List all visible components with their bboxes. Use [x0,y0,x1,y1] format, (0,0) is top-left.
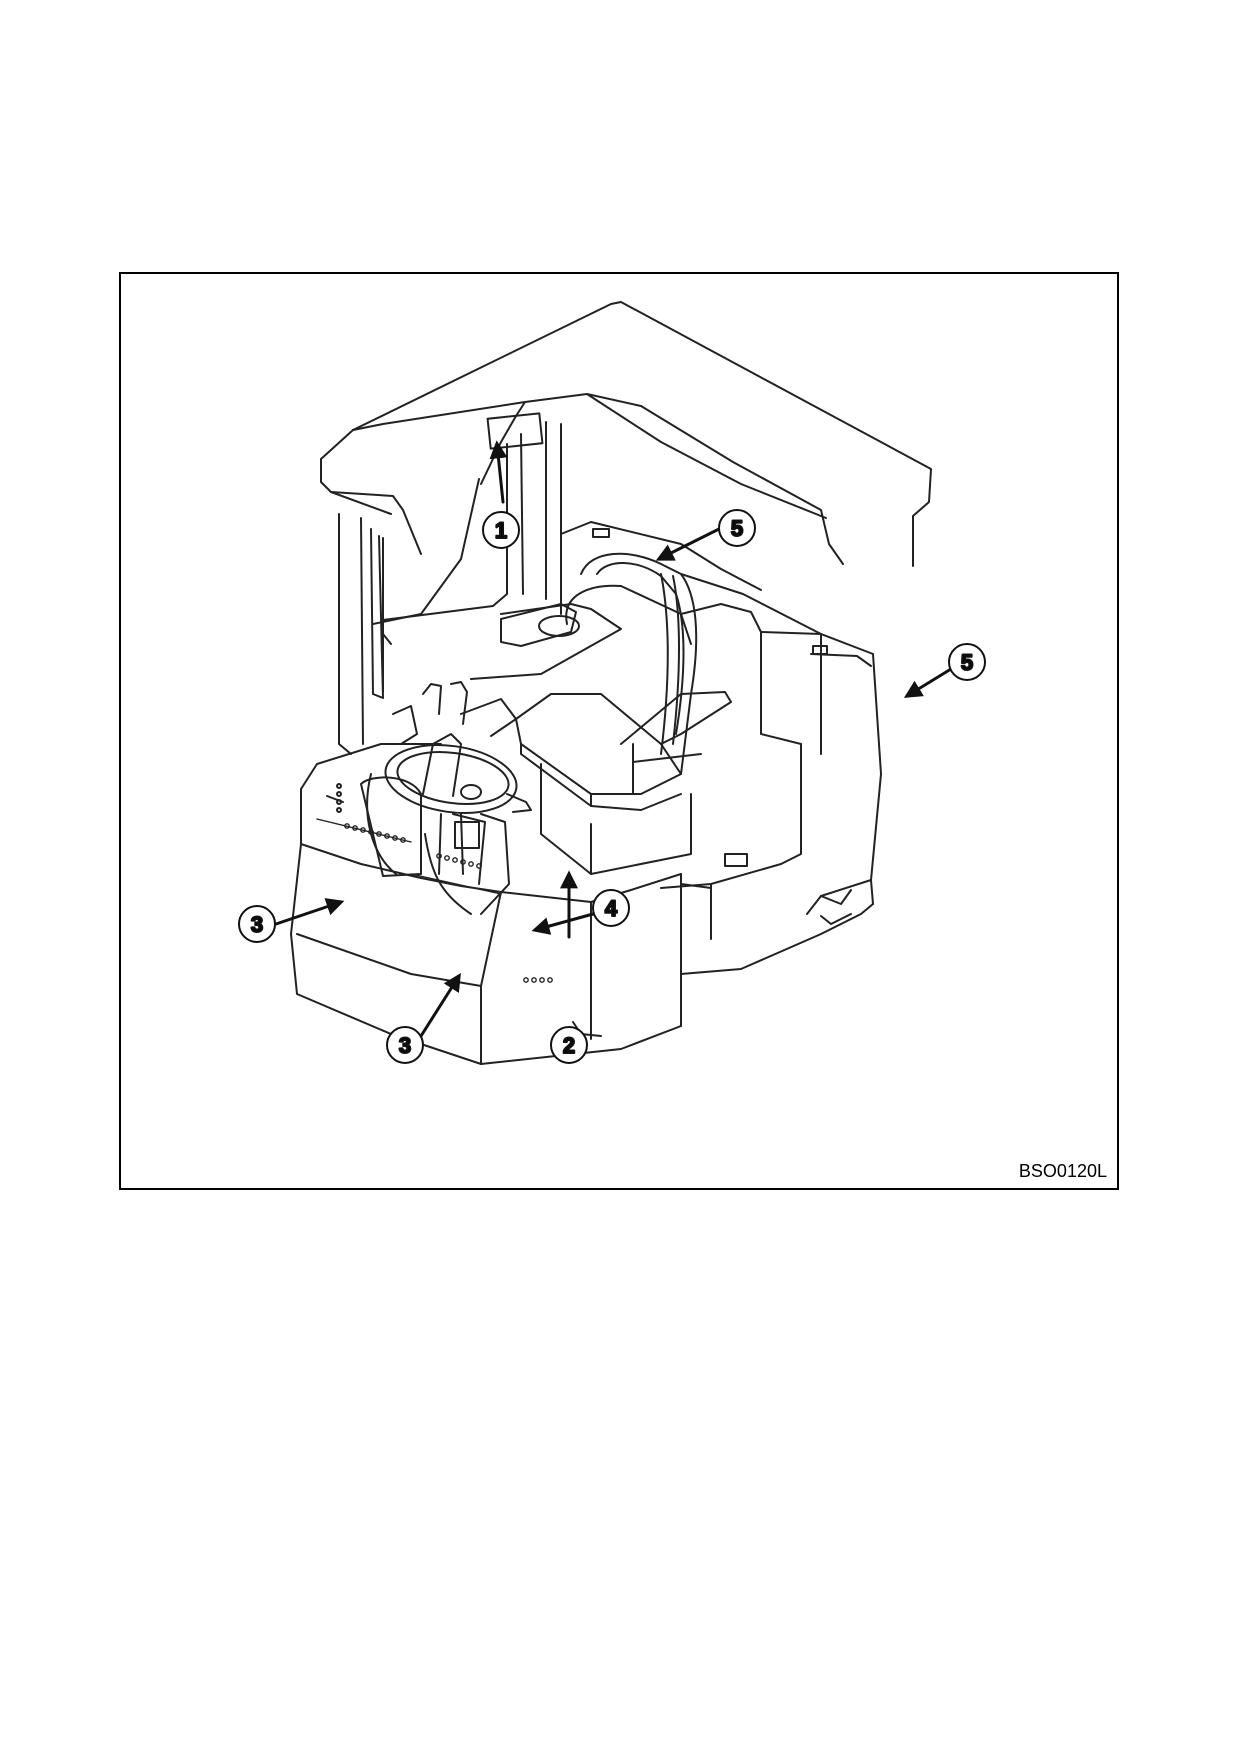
callout-5-right: 5 [948,643,986,681]
indicator-lights [316,818,553,983]
right-body [572,573,882,1037]
roof-canopy [320,301,932,567]
callout-5-top: 5 [718,509,756,547]
callout-1-label: 1 [495,518,507,543]
side-label-plate [812,645,828,655]
callout-3-left: 3 [238,905,276,943]
steering-assembly [360,733,518,915]
roof-label-plate [486,412,544,450]
arrow-callout-1 [489,440,508,504]
arrow-callout-4 [531,912,595,935]
callout-3-left-label: 3 [251,912,263,937]
callout-bubbles: 1 2 3 3 4 5 5 [238,509,986,1064]
rear-label-plate [592,528,610,538]
operator-seat [500,552,732,811]
front-posts [338,421,562,755]
control-keypad [454,821,480,849]
figure-frame: 1 2 3 3 4 5 5 [119,272,1119,1190]
control-levers [392,603,622,745]
callout-5-right-label: 5 [961,650,973,675]
arrow-callout-5-right [903,667,953,698]
callout-4-label: 4 [605,896,618,921]
floor-bracket [724,853,748,867]
arrow-callout-5-top [655,527,721,561]
callout-1: 1 [482,511,520,549]
callout-4: 4 [592,889,630,927]
rear-deck [560,521,762,605]
seat-base [506,763,692,875]
callout-2: 2 [550,1026,588,1064]
callout-3-center-label: 3 [399,1033,411,1058]
callout-arrows [274,440,953,1038]
callout-3-center: 3 [386,1026,424,1064]
callout-2-label: 2 [563,1033,575,1058]
callout-5-top-label: 5 [731,516,743,541]
figure-code: BSO0120L [1018,1161,1107,1181]
arrow-callout-3-center [419,972,461,1038]
arrow-callout-3-left [274,898,345,926]
operator-cab-illustration: 1 2 3 3 4 5 5 [238,301,986,1065]
